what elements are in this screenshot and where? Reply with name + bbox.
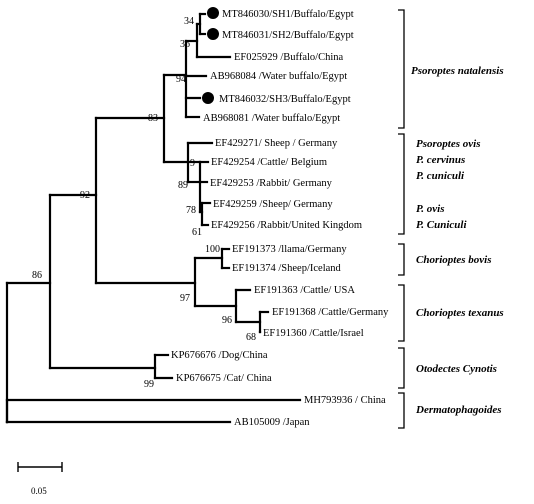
clade-label: P. Cuniculi: [416, 219, 467, 231]
scale-label: 0.05: [31, 486, 47, 496]
bootstrap-value: 89: [178, 180, 188, 191]
bootstrap-value: 34: [184, 16, 194, 27]
bootstrap-value: 61: [192, 227, 202, 238]
taxon-label: KP676676 /Dog/China: [171, 350, 268, 361]
clade-label: Chorioptes texanus: [416, 307, 504, 319]
taxon-label: EF191368 /Cattle/Germany: [272, 307, 389, 318]
marker-sh3-dot: [202, 92, 214, 104]
bracket-chorioptes-texanus: [398, 284, 405, 342]
clade-label: Otodectes Cynotis: [416, 363, 497, 375]
clade-label: P. cuniculi: [416, 170, 465, 182]
clade-label: Dermatophagoides: [415, 404, 502, 416]
bootstrap-value: 9: [190, 158, 195, 169]
bootstrap-value: 92: [80, 190, 90, 201]
bootstrap-value: 96: [222, 315, 232, 326]
taxon-label: EF429253 /Rabbit/ Germany: [210, 178, 333, 189]
taxon-label: EF191363 /Cattle/ USA: [254, 285, 355, 296]
taxon-label: MT846032/SH3/Buffalo/Egypt: [219, 94, 351, 105]
clade-label: Chorioptes bovis: [416, 254, 491, 266]
clade-brackets: [398, 9, 405, 429]
taxon-label: MT846031/SH2/Buffalo/Egypt: [222, 30, 354, 41]
taxon-label: EF429256 /Rabbit/United Kingdom: [211, 220, 362, 231]
taxon-label: AB968081 /Water buffalo/Egypt: [203, 113, 340, 124]
taxon-label: KP676675 /Cat/ China: [176, 373, 272, 384]
bootstrap-value: 86: [32, 270, 42, 281]
marker-sh2-dot: [207, 28, 219, 40]
bootstrap-value: 36: [180, 39, 190, 50]
taxon-label: EF025929 /Buffalo/China: [234, 52, 344, 63]
clade-labels: Psoroptes natalensis Psoroptes ovis P. c…: [411, 65, 504, 416]
bootstrap-value: 78: [186, 205, 196, 216]
taxon-label: AB105009 /Japan: [234, 417, 310, 428]
clade-label: Psoroptes natalensis: [411, 65, 504, 77]
taxon-label: MT846030/SH1/Buffalo/Egypt: [222, 9, 354, 20]
taxon-label: EF429254 /Cattle/ Belgium: [211, 157, 327, 168]
taxon-label: EF191373 /llama/Germany: [232, 244, 347, 255]
taxon-labels: MT846030/SH1/Buffalo/Egypt MT846031/SH2/…: [171, 9, 389, 428]
taxon-label: EF429271/ Sheep / Germany: [215, 138, 338, 149]
bootstrap-value: 83: [148, 113, 158, 124]
bootstrap-value: 100: [205, 244, 220, 255]
taxon-label: AB968084 /Water buffalo/Egypt: [210, 71, 347, 82]
taxon-label: EF191374 /Sheep/Iceland: [232, 263, 342, 274]
tree-branches: [5, 12, 302, 424]
clade-label: Psoroptes ovis: [416, 138, 480, 150]
bracket-psoroptes-ovis: [398, 133, 405, 235]
bootstrap-value: 94: [176, 74, 186, 85]
bootstrap-value: 68: [246, 332, 256, 343]
bootstrap-value: 97: [180, 293, 190, 304]
bootstrap-value: 99: [144, 379, 154, 390]
bracket-dermatophagoides: [398, 392, 405, 429]
clade-label: P. cervinus: [416, 154, 465, 166]
sample-markers: [202, 7, 219, 104]
bracket-otodectes: [398, 347, 405, 389]
bracket-chorioptes-bovis: [398, 243, 405, 276]
scale-bar: 0.05: [17, 462, 63, 496]
clade-label: P. ovis: [416, 203, 445, 215]
bootstrap-values: 34 36 94 83 9 89 78 61 92 100 97 96 68 8…: [32, 16, 256, 390]
bracket-natalensis: [398, 9, 405, 129]
taxon-label: MH793936 / China: [304, 395, 386, 406]
marker-sh1-dot: [207, 7, 219, 19]
taxon-label: EF429259 /Sheep/ Germany: [213, 199, 333, 210]
taxon-label: EF191360 /Cattle/Israel: [263, 328, 364, 339]
